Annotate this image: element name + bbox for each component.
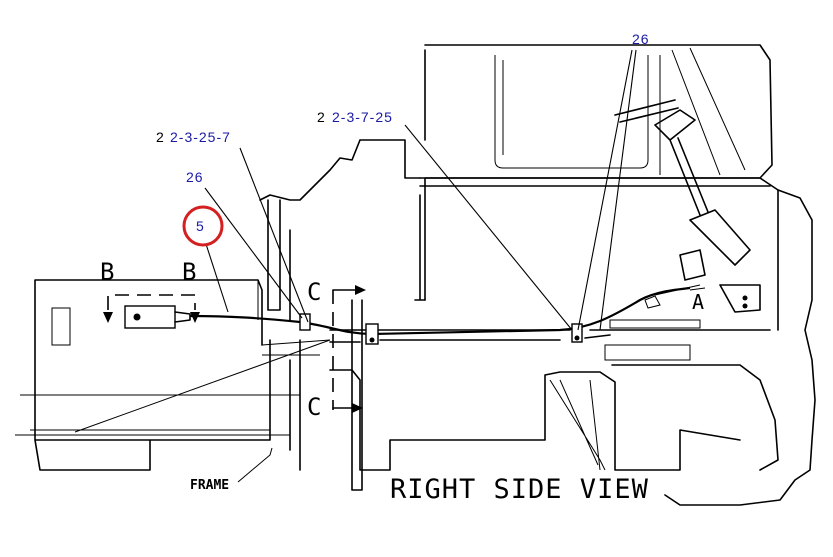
control-unit-bolt [133,313,141,321]
section-c-bottom-arrowhead [352,403,363,413]
leader-26-top [577,49,633,331]
callout-2-right-qty: 2 [317,109,326,125]
clamp-post-bolt [369,337,375,343]
leader-2-right [404,124,573,331]
leader-2-left [239,147,309,323]
frame-label: FRAME [190,478,230,493]
callout-5-highlight-circle [182,205,224,247]
cab-floor [414,177,771,301]
section-b-right-arrowhead [190,312,200,323]
leader-26-top-b [599,49,637,331]
clamp-left [299,313,311,331]
section-b-left-arrowhead [103,312,113,323]
projection-line [74,339,331,433]
main-cable [189,286,691,336]
view-title: RIGHT SIDE VIEW [390,474,649,505]
callout-2-3-25-7-link[interactable]: 2-3-25-7 [170,129,231,145]
callout-26-top[interactable]: 26 [632,31,650,47]
right-rear-contour [664,189,816,506]
hood-outline [259,139,421,201]
section-label-a: A [692,290,705,314]
linkage-bolt-2 [742,303,748,309]
clamp-post [365,323,379,345]
lever-linkage [644,284,706,309]
callout-5[interactable]: 5 [196,218,205,234]
linkage-bolt-1 [742,295,748,301]
deck-line [329,329,771,343]
frame-leader [237,447,273,483]
cab-window [494,55,649,169]
control-lever [614,99,761,313]
control-unit [124,305,176,329]
engine-details [15,280,331,436]
callout-2-3-7-25-link[interactable]: 2-3-7-25 [332,109,393,125]
clamp-right [571,323,583,343]
section-label-b-left: B [100,258,115,286]
engine-block [34,279,291,471]
section-c-top-arrowhead [355,285,366,295]
callout-26-left[interactable]: 26 [186,169,204,185]
leader-5 [205,243,229,313]
cab-door-frame [502,47,746,176]
frame-rail [267,199,301,471]
deck-lower [604,319,701,361]
section-label-c-bottom: C [307,393,322,421]
section-label-b-right: B [182,258,197,286]
clamp-right-bolt [574,335,580,341]
cab-outline [424,44,779,331]
control-unit-fitting [174,311,191,323]
lower-support [549,379,606,471]
leader-26-left [204,187,303,319]
section-label-c-top: C [307,278,322,306]
lower-body [329,364,779,471]
callout-2-left-qty: 2 [156,129,165,145]
section-b-bracket [107,294,196,310]
